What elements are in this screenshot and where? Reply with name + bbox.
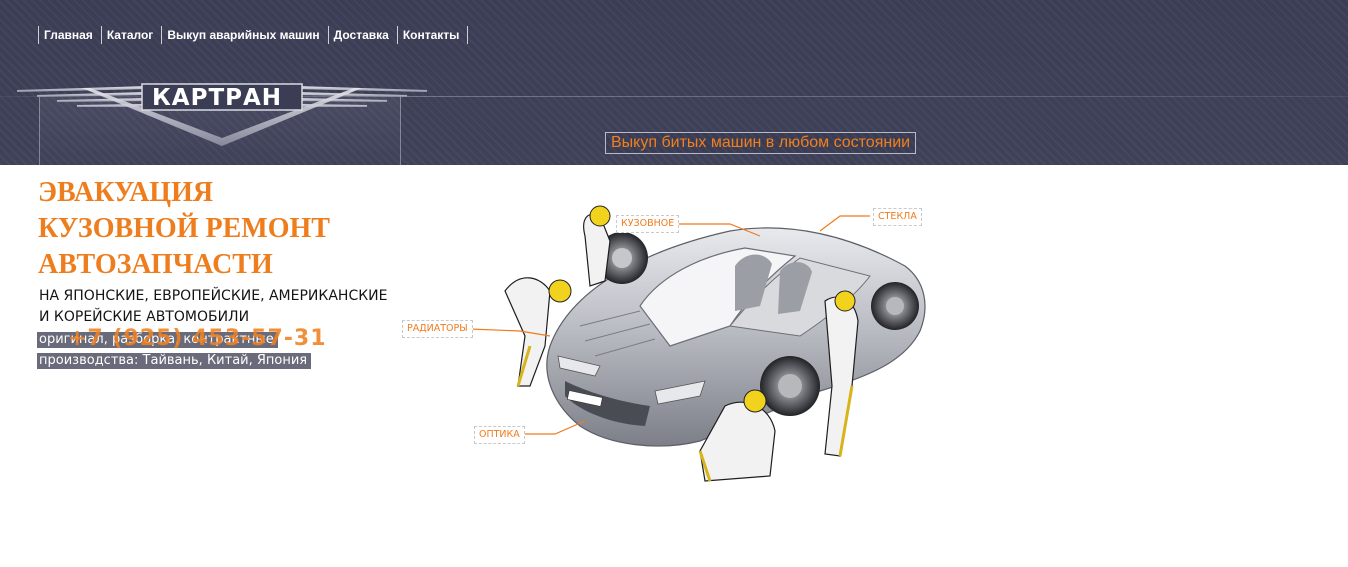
- callout-glass: СТЕКЛА: [873, 208, 922, 226]
- nav-item-home[interactable]: Главная: [38, 26, 101, 44]
- parts-origin: производства: Тайвань, Китай, Япония: [37, 353, 312, 369]
- nav-item-contacts[interactable]: Контакты: [396, 26, 468, 44]
- nav-divider: [467, 26, 469, 44]
- callout-optics: ОПТИКА: [474, 426, 525, 444]
- site-header: Главная Каталог Выкуп аварийных машин До…: [0, 0, 1348, 165]
- service-body-repair: КУЗОВНОЙ РЕМОНТ: [38, 213, 330, 244]
- logo-text[interactable]: КАРТРАН: [152, 85, 283, 111]
- logo-wings-icon: [17, 83, 427, 146]
- car-service-illustration: [469, 205, 926, 482]
- callout-radiators: РАДИАТОРЫ: [402, 320, 473, 338]
- parts-types: оригинал, разборка, контрактные: [37, 332, 278, 348]
- nav-item-buyout[interactable]: Выкуп аварийных машин: [161, 26, 327, 44]
- main-nav: Главная Каталог Выкуп аварийных машин До…: [38, 26, 469, 44]
- service-auto-parts: АВТОЗАПЧАСТИ: [38, 249, 273, 280]
- services-list: ЭВАКУАЦИЯ КУЗОВНОЙ РЕМОНТ АВТОЗАПЧАСТИ: [38, 175, 330, 283]
- subtitle-line-1: НА ЯПОНСКИЕ, ЕВРОПЕЙСКИЕ, АМЕРИКАНСКИЕ: [39, 288, 388, 304]
- callout-body: КУЗОВНОЕ: [616, 215, 680, 233]
- phone-number[interactable]: +7 (925) 453-57-31: [68, 326, 327, 351]
- nav-item-delivery[interactable]: Доставка: [327, 26, 397, 44]
- header-tagline: Выкуп битых машин в любом состоянии: [605, 132, 917, 154]
- subtitle-line-2: И КОРЕЙСКИЕ АВТОМОБИЛИ: [39, 309, 250, 325]
- brands-subtitle: НА ЯПОНСКИЕ, ЕВРОПЕЙСКИЕ, АМЕРИКАНСКИЕ И…: [39, 286, 387, 328]
- nav-item-catalog[interactable]: Каталог: [100, 26, 162, 44]
- service-evacuation: ЭВАКУАЦИЯ: [38, 177, 214, 208]
- header-divider: [0, 96, 1348, 97]
